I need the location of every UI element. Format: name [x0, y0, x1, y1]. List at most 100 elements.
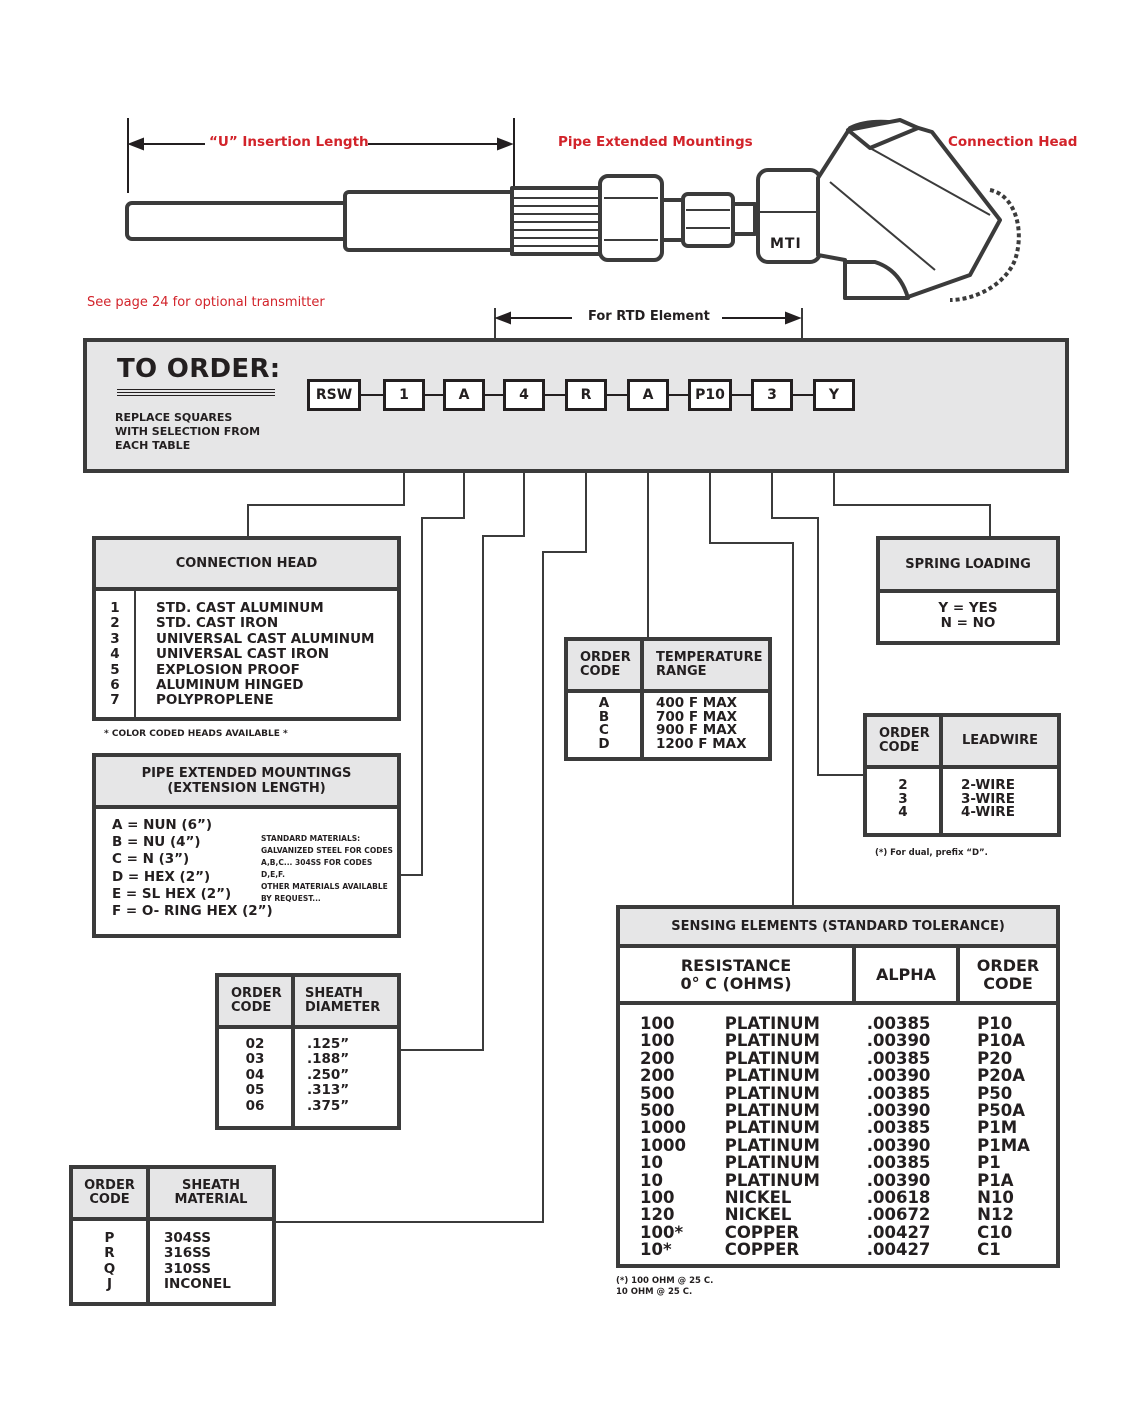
sensing-cell: N10: [977, 1188, 1014, 1208]
sensing-note: (*) 100 OHM @ 25 C. 10 OHM @ 25 C.: [616, 1276, 713, 1298]
sensing-cell: 100: [640, 1188, 675, 1208]
option: A = NUN (6”): [112, 817, 213, 833]
note-line: (*) 100 OHM @ 25 C.: [616, 1276, 714, 1286]
instruction-line: EACH TABLE: [115, 439, 191, 452]
sensing-cell: P20A: [977, 1066, 1025, 1086]
sensing-cell: .00390: [866, 1170, 931, 1190]
sensing-cell: .00390: [866, 1135, 931, 1155]
sensing-cell: .00390: [866, 1031, 931, 1051]
title-line: PIPE EXTENDED MOUNTINGS: [141, 766, 352, 781]
connection-head-label: Connection Head: [948, 134, 1078, 150]
cell: INCONEL: [164, 1276, 231, 1293]
spring-loading-title: SPRING LOADING: [880, 540, 1056, 593]
sensing-cell: 100: [640, 1014, 675, 1033]
pipe-extended-label: Pipe Extended Mountings: [558, 134, 753, 150]
sensing-cell: COPPER: [724, 1240, 800, 1260]
label: STD. CAST IRON: [156, 615, 279, 632]
sensing-cell: .00385: [866, 1014, 931, 1033]
code: 3: [110, 630, 120, 647]
sensing-cell: PLATINUM: [724, 1118, 820, 1138]
option: C = N (3”): [112, 851, 190, 868]
dual-prefix-note: (*) For dual, prefix “D”.: [875, 848, 988, 858]
sensing-cell: PLATINUM: [724, 1153, 820, 1173]
code: 5: [110, 661, 120, 678]
code-link: [485, 394, 503, 396]
sensing-cell: COPPER: [724, 1222, 800, 1242]
code-link: [607, 394, 627, 396]
cell: Q: [103, 1260, 116, 1277]
sensing-cell: P1M: [977, 1118, 1018, 1138]
sensing-cell: 1000: [640, 1135, 686, 1155]
sensing-cell: P10: [977, 1014, 1013, 1033]
cell: R: [104, 1245, 115, 1262]
code-box-temperature[interactable]: A: [627, 379, 669, 411]
code: 1: [110, 600, 120, 616]
spring-options: Y = YES N = NO: [880, 593, 1056, 632]
code-box-leadwire[interactable]: 3: [751, 379, 793, 411]
label: EXPLOSION PROOF: [156, 661, 300, 678]
sensing-cell: PLATINUM: [724, 1048, 820, 1068]
cell: 2: [898, 777, 908, 793]
code-box-spring[interactable]: Y: [813, 379, 855, 411]
title-underline: [117, 388, 275, 400]
label: UNIVERSAL CAST IRON: [156, 646, 330, 663]
cell: 4-WIRE: [961, 804, 1015, 820]
sensing-elements-table: SENSING ELEMENTS (STANDARD TOLERANCE) RE…: [616, 905, 1060, 1268]
code-box-sheath-material[interactable]: R: [565, 379, 607, 411]
temperature-codes: A B C D: [568, 693, 644, 757]
cell: 03: [245, 1051, 265, 1068]
sensing-cell: 1000: [640, 1118, 686, 1138]
sensing-cell: .00390: [866, 1066, 931, 1086]
code-box-sensing[interactable]: P10: [688, 379, 732, 411]
order-title: TO ORDER:: [117, 354, 281, 384]
sensing-cell: PLATINUM: [724, 1066, 820, 1086]
order-instructions: REPLACE SQUARES WITH SELECTION FROM EACH…: [115, 411, 260, 453]
sensing-cell: P10A: [977, 1031, 1025, 1051]
sensing-cell: 500: [640, 1083, 675, 1103]
sensing-cell: PLATINUM: [724, 1135, 820, 1155]
cell: 3: [898, 790, 908, 807]
instruction-line: REPLACE SQUARES: [115, 411, 233, 424]
code-box-connection-head[interactable]: 1: [383, 379, 425, 411]
sensing-cell: 500: [640, 1101, 675, 1121]
cell: 700 F MAX: [656, 708, 738, 725]
sensing-cell: 10: [640, 1170, 663, 1190]
material-values: 304SS 316SS 310SS INCONEL: [150, 1221, 231, 1302]
cell: 316SS: [164, 1245, 212, 1262]
label: STD. CAST ALUMINUM: [156, 600, 324, 616]
mti-logo: MTI: [770, 236, 802, 252]
code-box-prefix[interactable]: RSW: [307, 379, 361, 411]
label: ALUMINUM HINGED: [156, 677, 304, 694]
sensing-cell: 100*: [640, 1222, 684, 1242]
sensing-cell: 10: [640, 1153, 663, 1173]
cell: 2-WIRE: [961, 777, 1015, 793]
option: N = NO: [940, 615, 996, 632]
cell: .188”: [307, 1051, 350, 1068]
sensing-cell: P50A: [977, 1101, 1025, 1121]
option: B = NU (4”): [112, 834, 201, 851]
code-box-pipe-ext[interactable]: A: [443, 379, 485, 411]
connection-head-labels: STD. CAST ALUMINUM STD. CAST IRON UNIVER…: [136, 591, 375, 717]
cell: P: [104, 1230, 115, 1246]
diameter-values: .125” .188” .250” .313” .375”: [295, 1029, 349, 1126]
cell: 4: [898, 804, 908, 820]
cell: 1200 F MAX: [656, 735, 747, 752]
rtd-element-label: For RTD Element: [588, 309, 710, 324]
sensing-cell: PLATINUM: [724, 1101, 820, 1121]
header-cell: ALPHA: [856, 948, 960, 1001]
code-box-sheath-diameter[interactable]: 4: [503, 379, 545, 411]
code: 7: [110, 692, 120, 709]
sensing-cell: N12: [977, 1205, 1014, 1225]
cell: .313”: [307, 1082, 350, 1099]
